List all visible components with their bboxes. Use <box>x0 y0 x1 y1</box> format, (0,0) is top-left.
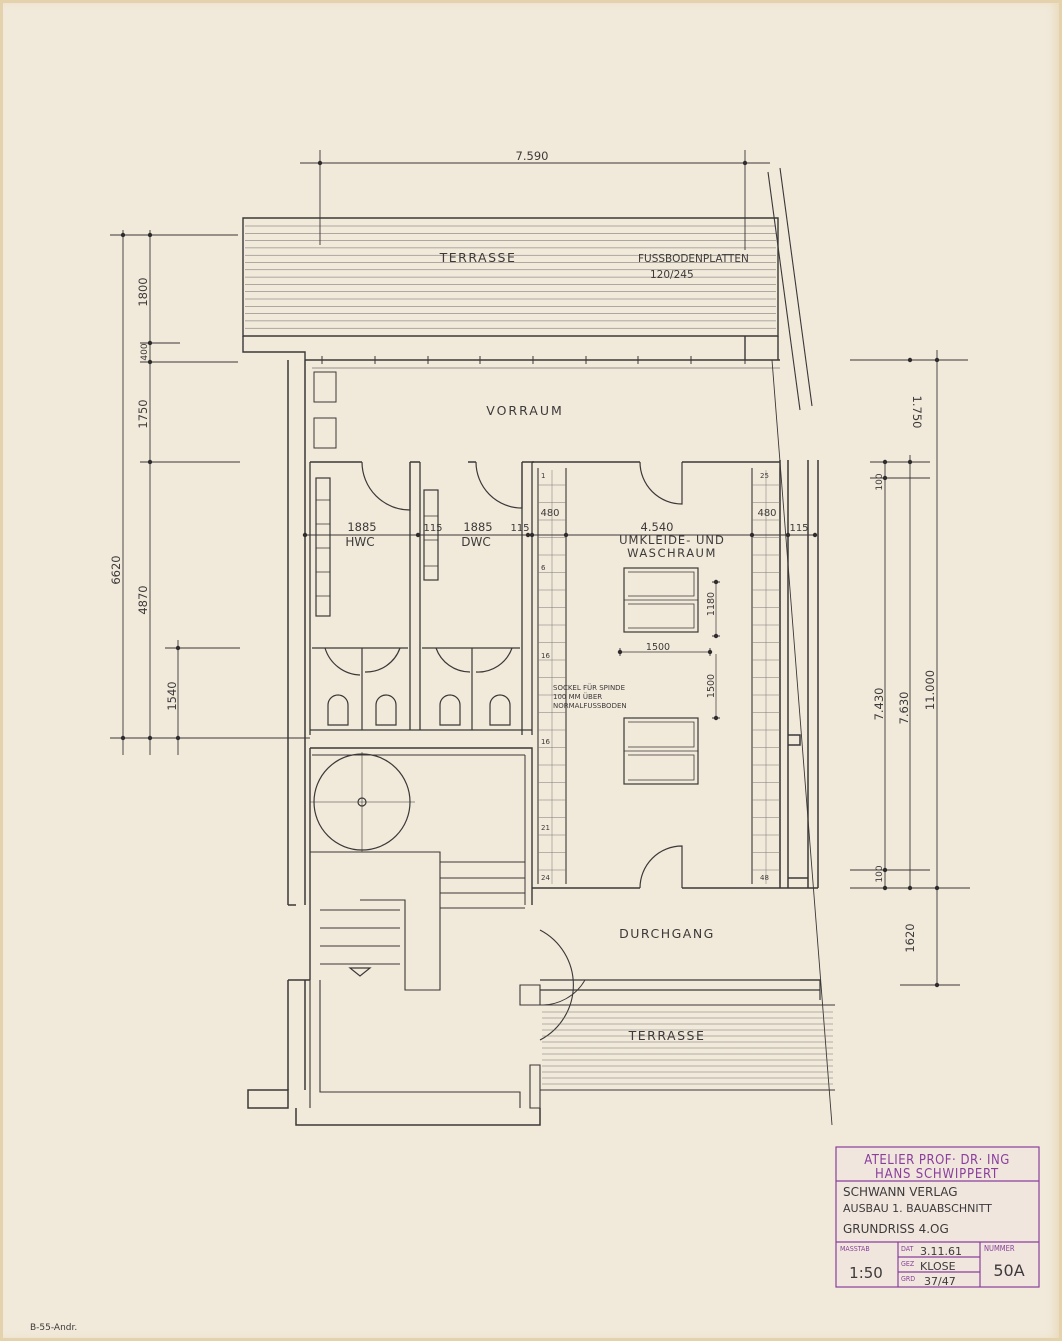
dim-right-1620: 1620 <box>903 923 917 952</box>
dim-right-100-a: 100 <box>875 473 885 490</box>
dim-left-6620: 6620 <box>109 555 123 584</box>
label-wash-1: UMKLEIDE- UND <box>619 533 725 547</box>
label-dwc: DWC <box>461 535 490 549</box>
stamp-dat-label: DAT <box>901 1245 913 1253</box>
stamp-client-2: AUSBAU 1. BAUABSCHNITT <box>843 1202 992 1215</box>
dim-left-400: 400 <box>140 343 150 360</box>
dim-480-b: 480 <box>757 508 776 519</box>
locker-number: 6 <box>541 564 546 572</box>
stamp-client-1: SCHWANN VERLAG <box>843 1185 958 1199</box>
wc-block <box>309 461 534 735</box>
dim-115-b: 115 <box>510 523 529 534</box>
dim-main-width: 4.540 <box>641 520 674 534</box>
dim-right-1750: 1.750 <box>910 396 924 429</box>
dim-115-c: 115 <box>789 523 808 534</box>
locker-number: 21 <box>541 824 550 832</box>
dim-left-1540: 1540 <box>165 681 179 710</box>
walls <box>247 359 819 1126</box>
locker-number: 25 <box>760 472 769 480</box>
stamp-atelier-2: HANS SCHWIPPERT <box>875 1167 999 1182</box>
locker-note: SOCKEL FÜR SPINDE 100 MM ÜBER NORMALFUSS… <box>553 683 627 710</box>
dim-dwc-width: 1885 <box>463 520 492 534</box>
note-line-3: NORMALFUSSBODEN <box>553 702 627 710</box>
stamp-gez-label: GEZ <box>901 1260 915 1268</box>
dim-cabinet-1500-h: 1500 <box>706 674 717 698</box>
dim-left-1800: 1800 <box>136 277 150 306</box>
locker-number: 48 <box>760 874 769 882</box>
label-hwc: HWC <box>345 535 374 549</box>
archive-mark: B-55-Andr. <box>30 1323 77 1333</box>
locker-number: 24 <box>541 874 550 882</box>
stamp-number: 50A <box>993 1261 1024 1280</box>
locker-numbers: 1 6 16 16 21 24 25 48 <box>541 472 769 882</box>
label-tile-size: 120/245 <box>650 269 694 281</box>
dim-cabinet-1180: 1180 <box>706 592 717 616</box>
coat-niches <box>313 371 337 449</box>
stamp-drawing-title: GRUNDRISS 4.OG <box>843 1222 949 1236</box>
dim-top-width: 7.590 <box>516 149 549 163</box>
stamp-grd: 37/47 <box>924 1275 956 1288</box>
stamp-grd-label: GRD <box>901 1275 915 1283</box>
dim-hwc-width: 1885 <box>347 520 376 534</box>
dim-cabinet-1500-w: 1500 <box>646 642 670 653</box>
stamp-scale: 1:50 <box>849 1264 883 1282</box>
stamp-atelier-1: ATELIER PROF· DR· ING <box>864 1153 1010 1168</box>
label-vorraum: VORRAUM <box>486 403 564 418</box>
locker-number: 16 <box>541 652 550 660</box>
window-mullions <box>321 356 746 364</box>
label-terrace-bottom: TERRASSE <box>628 1028 706 1043</box>
dimension-ticks <box>120 160 940 988</box>
room-labels: TERRASSE FUSSBODENPLATTEN 120/245 VORRAU… <box>345 250 748 1043</box>
title-block: ATELIER PROF· DR· ING HANS SCHWIPPERT MA… <box>835 1146 1040 1288</box>
note-line-1: SOCKEL FÜR SPINDE <box>553 683 625 692</box>
dim-right-100-b: 100 <box>875 865 885 882</box>
stamp-masstab-label: MASSTAB <box>840 1245 870 1253</box>
dim-left-1750: 1750 <box>136 399 150 428</box>
label-durchgang: DURCHGANG <box>619 926 715 941</box>
dimension-lines <box>110 150 970 986</box>
stamp-drafter: KLOSE <box>920 1260 956 1273</box>
wash-room <box>532 461 788 889</box>
label-terrace-top: TERRASSE <box>439 250 517 265</box>
dim-480-a: 480 <box>540 508 559 519</box>
note-line-2: 100 MM ÜBER <box>553 692 602 701</box>
top-terrace <box>242 217 779 360</box>
dim-left-4870: 4870 <box>136 585 150 614</box>
locker-number: 16 <box>541 738 550 746</box>
dim-right-7430: 7.430 <box>872 688 886 721</box>
dim-right-7630: 7.630 <box>897 692 911 725</box>
label-wash-2: WASCHRAUM <box>627 546 717 560</box>
dim-right-11000: 11.000 <box>923 670 937 710</box>
label-floor-tiles: FUSSBODENPLATTEN <box>638 253 749 265</box>
dim-115-a: 115 <box>423 523 442 534</box>
locker-number: 1 <box>541 472 545 480</box>
stamp-nummer-label: NUMMER <box>984 1244 1015 1253</box>
stamp-date: 3.11.61 <box>920 1245 962 1258</box>
dimension-labels: 7.590 1800 400 1750 4870 6620 1540 1885 … <box>109 149 937 953</box>
bottom-terrace <box>540 979 835 1091</box>
right-facade <box>767 167 833 1126</box>
